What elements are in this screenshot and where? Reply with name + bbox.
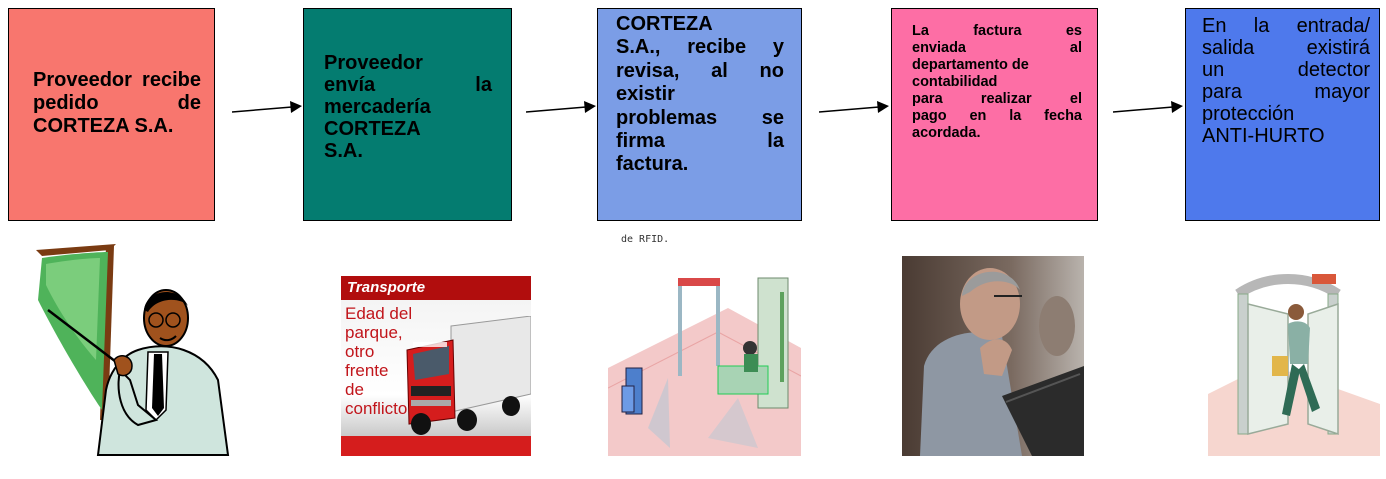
magazine-masthead: Transporte <box>347 279 426 296</box>
presenter-clipart-icon <box>36 244 230 456</box>
step-4-line: enviada al <box>912 40 1082 56</box>
headline-line: de <box>345 380 364 399</box>
arrow-3 <box>819 101 889 113</box>
step-4-line: departamento de <box>912 57 1029 73</box>
rfid-gate-icon <box>608 277 801 456</box>
rfid-caption: de RFID. <box>621 234 670 245</box>
step-2-line: mercadería <box>324 96 431 118</box>
step-2-line: envía la <box>324 74 492 96</box>
step-4-line: pago en la fecha <box>912 108 1082 124</box>
step-1-text: Proveedor recibe pedido de CORTEZA S.A. <box>33 69 201 137</box>
rfid-illustration: de RFID. <box>608 232 801 456</box>
step-3-line: factura. <box>616 153 689 176</box>
step-5-text: En la entrada/ salida existirá un detect… <box>1202 15 1370 147</box>
anti-theft-door-icon <box>1208 244 1380 456</box>
step-3-line: existir <box>616 83 675 106</box>
step-3-line: revisa, al no <box>616 59 784 82</box>
arrow-4 <box>1113 101 1183 113</box>
step-4-line: para realizar el <box>912 91 1082 107</box>
step-box-1: Proveedor recibe pedido de CORTEZA S.A. <box>8 8 215 221</box>
step-5-line: salida existirá <box>1202 37 1370 59</box>
step-2-text: Proveedor envía la mercadería CORTEZA S.… <box>324 52 492 162</box>
step-3-line: firma la <box>616 130 784 153</box>
step-4-line: contabilidad <box>912 74 998 90</box>
headline-line: parque, <box>345 323 403 342</box>
step-3-line: S.A., recibe y <box>616 36 784 59</box>
step-5-line: protección <box>1202 103 1295 125</box>
step-3-line: CORTEZA <box>616 13 713 35</box>
headline-line: conflicto <box>345 399 408 418</box>
magazine-cover: Transporte Edad del parque, otro frente … <box>341 276 531 456</box>
step-box-4: La factura es enviada al departamento de… <box>891 8 1098 221</box>
step-box-2: Proveedor envía la mercadería CORTEZA S.… <box>303 8 512 221</box>
arrow-1 <box>232 101 302 113</box>
headline-line: Edad del <box>345 304 413 323</box>
step-5-line: un detector <box>1202 59 1370 81</box>
step-5-line: ANTI-HURTO <box>1202 125 1325 147</box>
step-3-line: problemas se <box>616 106 784 129</box>
laptop-user-icon <box>902 256 1084 456</box>
step-4-line: La factura es <box>912 23 1082 39</box>
arrow-2 <box>526 101 596 113</box>
step-4-text: La factura es enviada al departamento de… <box>912 23 1082 142</box>
step-5-line: En la entrada/ <box>1202 15 1370 37</box>
magazine-headline: Edad del parque, otro frente de conflict… <box>345 304 413 418</box>
step-4-line: acordada. <box>912 125 981 141</box>
step-2-line: Proveedor <box>324 52 423 74</box>
step-2-line: S.A. <box>324 140 363 162</box>
step-2-line: CORTEZA <box>324 118 421 140</box>
step-5-line: para mayor <box>1202 81 1370 103</box>
step-3-text: CORTEZA S.A., recibe y revisa, al no exi… <box>616 13 784 177</box>
headline-line: frente <box>345 361 389 380</box>
truck-icon <box>406 316 531 435</box>
step-box-3: CORTEZA S.A., recibe y revisa, al no exi… <box>597 8 802 221</box>
headline-line: otro <box>345 342 375 361</box>
step-box-5: En la entrada/ salida existirá un detect… <box>1185 8 1380 221</box>
